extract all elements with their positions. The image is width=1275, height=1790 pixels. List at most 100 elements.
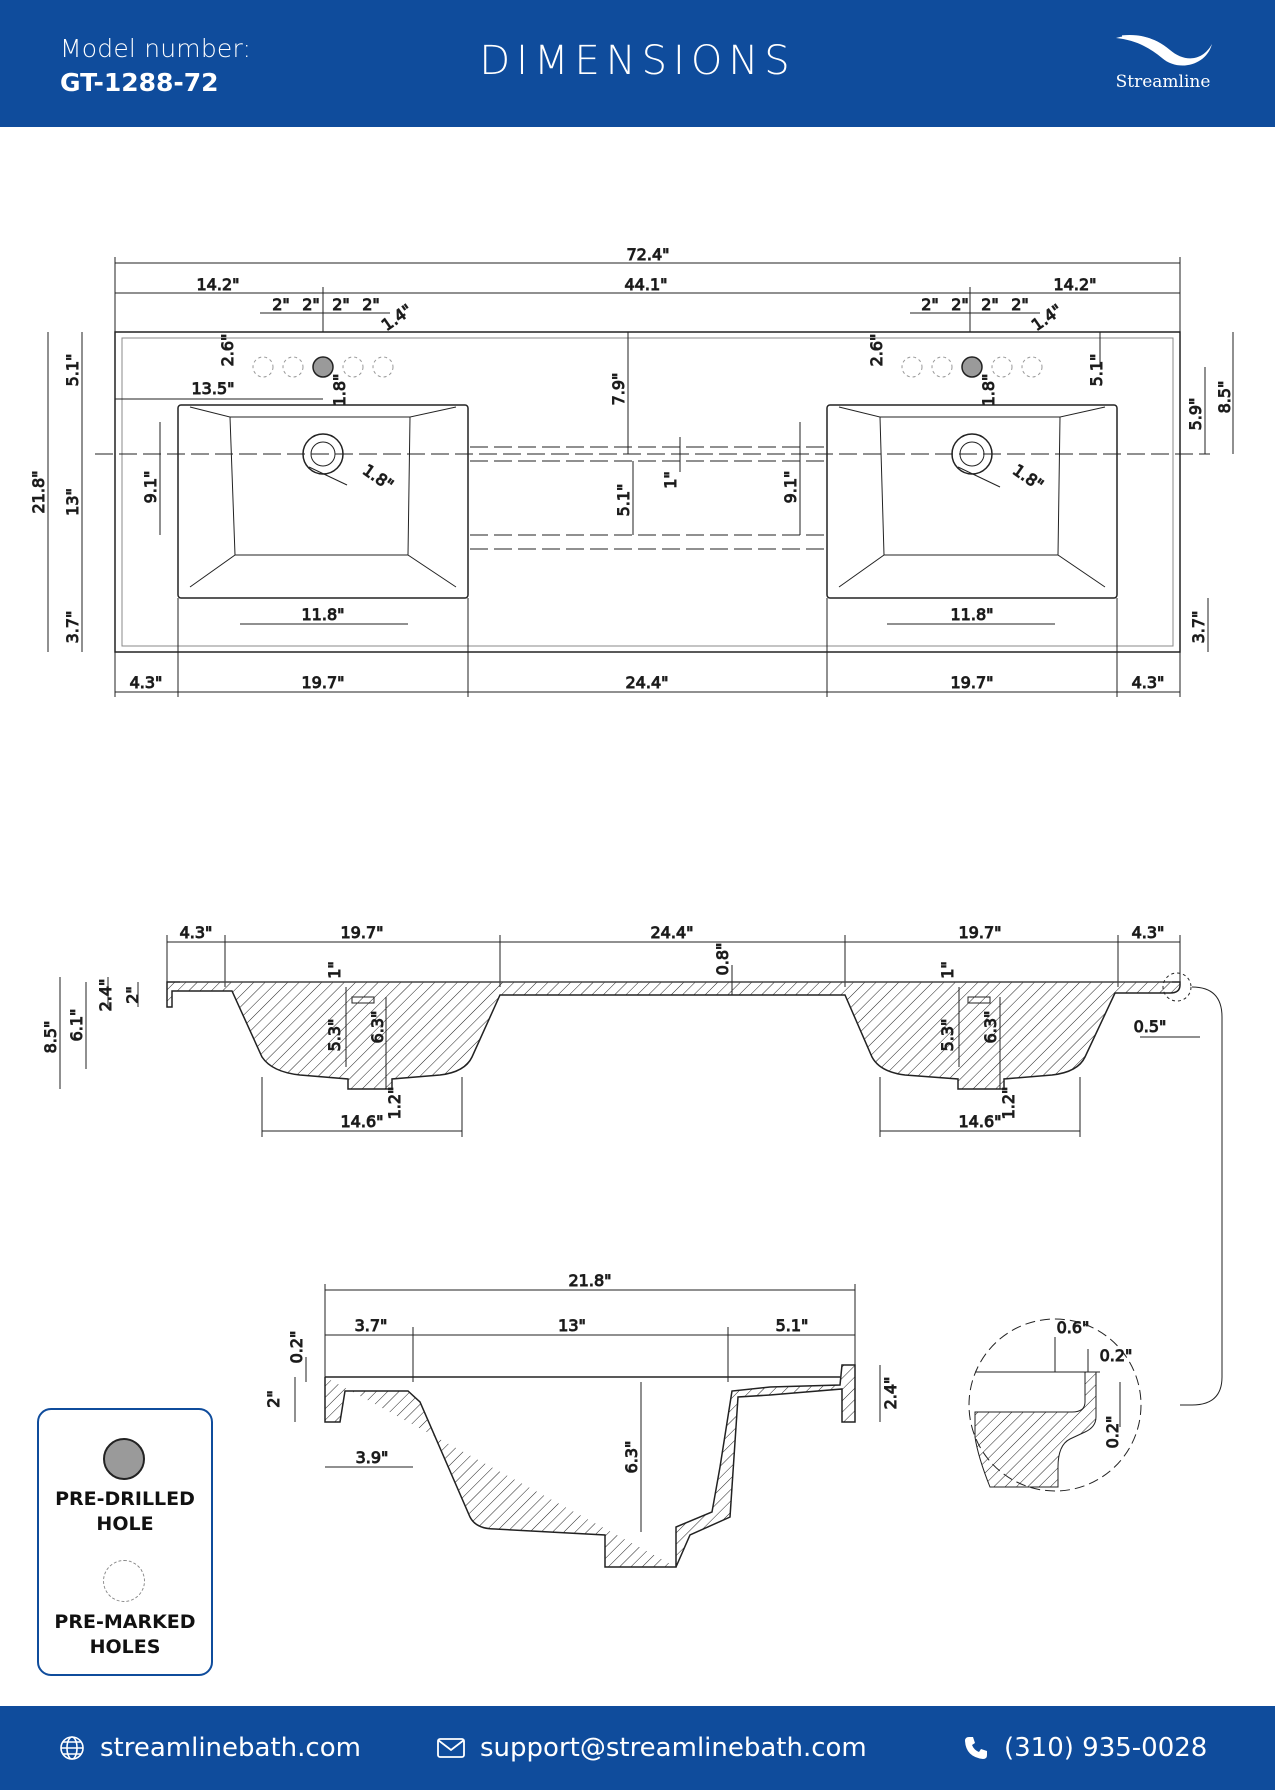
dim-right-drain-offset: 5.9" bbox=[1186, 398, 1205, 431]
page-title: DIMENSIONS bbox=[479, 38, 796, 84]
dim-front-basin: 19.7" bbox=[341, 923, 384, 942]
dim-lip: 1" bbox=[325, 961, 344, 979]
dim-side-top: 0.2" bbox=[287, 1331, 306, 1364]
dim-basin-inner-depth: 9.1" bbox=[141, 471, 160, 504]
dim-lip: 1" bbox=[938, 961, 957, 979]
footer-bar: streamlinebath.com support@streamlinebat… bbox=[0, 1706, 1275, 1790]
dim-hole-row-offset: 2.6" bbox=[218, 334, 237, 367]
dim-hole-spacing: 2" bbox=[921, 295, 939, 314]
detail-view bbox=[968, 1318, 1142, 1492]
dim-basin-inner-width: 11.8" bbox=[951, 605, 994, 624]
dim-side-back-height: 2.4" bbox=[881, 1377, 900, 1410]
brand-logo: Streamline bbox=[1108, 32, 1218, 102]
dim-hole-row-offset: 2.6" bbox=[867, 334, 886, 367]
dim-hole-to-basin: 1.8" bbox=[330, 374, 349, 407]
pre-marked-hole-icon bbox=[103, 1560, 145, 1602]
dim-total-height: 8.5" bbox=[41, 1021, 60, 1054]
dim-faucet-spacing: 44.1" bbox=[625, 275, 668, 294]
email-contact[interactable]: support@streamlinebath.com bbox=[436, 1706, 867, 1790]
front-section bbox=[59, 935, 1223, 1406]
dim-bottom-left: 4.3" bbox=[130, 673, 163, 692]
dim-side-edge: 2" bbox=[264, 1390, 283, 1408]
dim-front-center: 24.4" bbox=[651, 923, 694, 942]
dim-front-margin: 3.7" bbox=[63, 611, 82, 644]
header-bar: Model number: GT-1288-72 DIMENSIONS Stre… bbox=[0, 0, 1275, 127]
dim-bottom-basin: 19.7" bbox=[302, 673, 345, 692]
side-section-labels: 21.8" 3.7" 13" 5.1" 0.2" 2" 3.9" 6.3" 2.… bbox=[264, 1271, 901, 1474]
dim-bowl-width: 14.6" bbox=[341, 1112, 384, 1131]
dim-left-edge: 14.2" bbox=[197, 275, 240, 294]
top-view-labels: 72.4" 14.2" 44.1" 14.2" 2" 2" 2" 2" 1.4"… bbox=[29, 245, 1235, 693]
phone-contact[interactable]: (310) 935-0028 bbox=[962, 1706, 1207, 1790]
pre-drilled-hole-icon bbox=[103, 1438, 145, 1480]
legend-box: PRE-DRILLED HOLE PRE-MARKED HOLES bbox=[37, 1408, 213, 1676]
dim-right-back-margin: 5.1" bbox=[1087, 354, 1106, 387]
dim-side-inner-front: 3.9" bbox=[356, 1448, 389, 1467]
dim-hole-spacing: 2" bbox=[951, 295, 969, 314]
dim-hole-spacing: 2" bbox=[362, 295, 380, 314]
dim-side-overall: 21.8" bbox=[569, 1271, 612, 1290]
globe-icon bbox=[60, 1736, 84, 1760]
dim-detail-width: 0.6" bbox=[1057, 1318, 1090, 1337]
dim-drain-height: 1.2" bbox=[999, 1087, 1018, 1120]
legend-pre-marked: PRE-MARKED HOLES bbox=[54, 1611, 196, 1658]
side-section bbox=[294, 1284, 881, 1568]
detail-labels: 0.6" 0.2" 0.2" bbox=[1056, 1318, 1133, 1449]
brand-name: Streamline bbox=[1115, 72, 1211, 92]
dim-front-right: 4.3" bbox=[1132, 923, 1165, 942]
dim-right-total: 8.5" bbox=[1215, 381, 1234, 414]
technical-drawing: 72.4" 14.2" 44.1" 14.2" 2" 2" 2" 2" 1.4"… bbox=[0, 127, 1275, 1707]
dim-basin-inner-depth: 9.1" bbox=[781, 471, 800, 504]
phone-link[interactable]: (310) 935-0028 bbox=[1004, 1733, 1208, 1763]
dim-center-to-back: 7.9" bbox=[609, 373, 628, 406]
dim-detail-top: 0.2" bbox=[1100, 1346, 1133, 1365]
dim-drain-size: 1.8" bbox=[1009, 460, 1047, 494]
dim-bowl-width: 14.6" bbox=[959, 1112, 1002, 1131]
dim-hole-spacing: 2" bbox=[1011, 295, 1029, 314]
legend-pre-drilled: PRE-DRILLED HOLE bbox=[55, 1488, 195, 1535]
front-section-labels: 4.3" 19.7" 24.4" 19.7" 4.3" 0.8" 1" 1" 8… bbox=[41, 923, 1167, 1132]
dim-edge-radius: 0.5" bbox=[1134, 1017, 1167, 1036]
dim-basin-back-offset: 13.5" bbox=[192, 379, 235, 398]
dim-bottom-basin: 19.7" bbox=[951, 673, 994, 692]
dim-hole-spacing: 2" bbox=[981, 295, 999, 314]
website-contact[interactable]: streamlinebath.com bbox=[58, 1706, 361, 1790]
dim-center-gap-depth: 5.1" bbox=[614, 484, 633, 517]
dim-hole-size: 1.4" bbox=[1028, 300, 1066, 334]
dim-deck: 0.8" bbox=[713, 943, 732, 976]
dim-bottom-right: 4.3" bbox=[1132, 673, 1165, 692]
dim-bowl-depth: 5.3" bbox=[938, 1019, 957, 1052]
dim-basin-inner-width: 11.8" bbox=[302, 605, 345, 624]
dim-side-bowl-depth: 6.3" bbox=[622, 1441, 641, 1474]
dim-overflow-depth: 6.3" bbox=[981, 1011, 1000, 1044]
dim-overflow-depth: 6.3" bbox=[368, 1011, 387, 1044]
dim-hole-spacing: 2" bbox=[302, 295, 320, 314]
dim-edge: 2" bbox=[123, 986, 142, 1004]
model-number-value: GT-1288-72 bbox=[60, 68, 219, 97]
dim-right-edge: 14.2" bbox=[1054, 275, 1097, 294]
dim-hole-spacing: 2" bbox=[332, 295, 350, 314]
dim-bowl-height: 6.1" bbox=[67, 1009, 86, 1042]
dim-overall-width: 72.4" bbox=[627, 245, 670, 264]
dim-center-gap-thick: 1" bbox=[661, 471, 680, 489]
dim-drain-size: 1.8" bbox=[359, 460, 397, 494]
email-link[interactable]: support@streamlinebath.com bbox=[480, 1733, 867, 1763]
dim-hole-size: 1.4" bbox=[378, 300, 416, 334]
model-number-label: Model number: bbox=[60, 34, 252, 63]
dim-right-front: 3.7" bbox=[1189, 611, 1208, 644]
dim-front-left: 4.3" bbox=[180, 923, 213, 942]
dim-front-basin: 19.7" bbox=[959, 923, 1002, 942]
dim-bottom-center: 24.4" bbox=[626, 673, 669, 692]
top-view bbox=[47, 257, 1234, 697]
dim-side-basin: 13" bbox=[558, 1316, 586, 1335]
dim-side-front: 3.7" bbox=[355, 1316, 388, 1335]
dim-detail-side: 0.2" bbox=[1103, 1416, 1122, 1449]
dim-back-margin: 5.1" bbox=[63, 354, 82, 387]
dim-hole-to-basin: 1.8" bbox=[979, 374, 998, 407]
dim-drain-height: 1.2" bbox=[385, 1087, 404, 1120]
dim-basin-depth: 13" bbox=[63, 488, 82, 516]
dim-hole-spacing: 2" bbox=[272, 295, 290, 314]
dim-side-back: 5.1" bbox=[776, 1316, 809, 1335]
phone-icon bbox=[965, 1737, 987, 1759]
website-link[interactable]: streamlinebath.com bbox=[100, 1733, 361, 1763]
